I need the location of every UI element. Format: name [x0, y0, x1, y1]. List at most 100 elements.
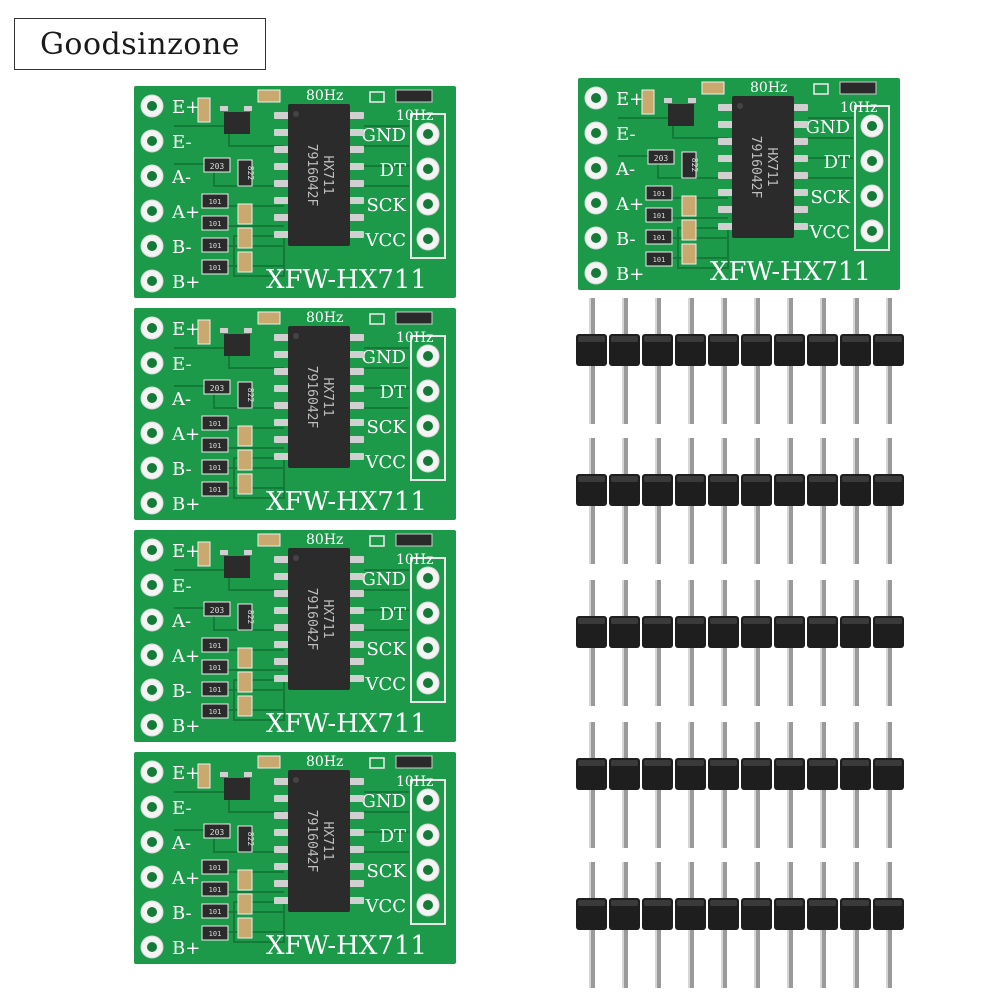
pin-label: A- [615, 159, 635, 180]
resistor-mark: 822 [690, 158, 699, 173]
rate-high-label: 80Hz [306, 754, 343, 770]
chip-code: 7916042F [304, 810, 319, 873]
chip-code: 7916042F [748, 136, 763, 199]
resistor-mark: 101 [653, 256, 666, 264]
pin-label: E+ [616, 89, 644, 110]
resistor-mark: 101 [209, 930, 222, 938]
model-label: XFW-HX711 [266, 931, 427, 961]
pin-label: GND [805, 117, 850, 138]
pin-label: B+ [616, 264, 644, 285]
chip-marking: HX711 [764, 147, 779, 186]
resistor-mark: 101 [653, 212, 666, 220]
resistor-mark: 101 [209, 642, 222, 650]
pin-label: A+ [171, 424, 200, 445]
rate-high-label: 80Hz [306, 310, 343, 326]
model-label: XFW-HX711 [710, 257, 871, 287]
pin-label: A- [171, 167, 191, 188]
resistor-mark: 101 [209, 908, 222, 916]
hx711-chip [288, 548, 350, 690]
pin-label: B- [172, 459, 192, 480]
pin-label: SCK [366, 417, 406, 438]
resistor-mark: 101 [209, 708, 222, 716]
resistor-mark: 203 [210, 162, 225, 171]
pin-header-strip-3 [572, 578, 904, 708]
rate-high-label: 80Hz [306, 88, 343, 104]
pin-label: E+ [172, 763, 200, 784]
pin-label: GND [361, 347, 406, 368]
pin-label: A+ [171, 202, 200, 223]
pin-label: SCK [810, 187, 850, 208]
resistor-mark: 101 [209, 220, 222, 228]
pin-header-strip-5 [572, 860, 904, 990]
rate-high-label: 80Hz [750, 80, 787, 96]
pin-label: DT [380, 826, 406, 847]
rate-low-label: 10Hz [396, 552, 433, 568]
resistor-mark: 101 [209, 264, 222, 272]
model-label: XFW-HX711 [266, 487, 427, 517]
resistor-mark: 203 [210, 384, 225, 393]
resistor-mark: 822 [246, 610, 255, 625]
pin-label: DT [380, 604, 406, 625]
chip-marking: HX711 [320, 155, 335, 194]
pin-label: A+ [615, 194, 644, 215]
pin-label: VCC [364, 230, 406, 251]
resistor-mark: 203 [210, 828, 225, 837]
chip-code: 7916042F [304, 366, 319, 429]
chip-marking: HX711 [320, 377, 335, 416]
pin-label: DT [380, 160, 406, 181]
model-label: XFW-HX711 [266, 709, 427, 739]
pin-label: B- [616, 229, 636, 250]
chip-code: 7916042F [304, 144, 319, 207]
brand-watermark: Goodsinzone [14, 18, 266, 70]
pin-label: VCC [808, 222, 850, 243]
model-label: XFW-HX711 [266, 265, 427, 295]
rate-low-label: 10Hz [840, 100, 877, 116]
hx711-chip [732, 96, 794, 238]
resistor-mark: 101 [209, 420, 222, 428]
pin-label: E- [172, 354, 192, 375]
pin-label: B- [172, 681, 192, 702]
resistor-mark: 101 [653, 234, 666, 242]
pin-label: E+ [172, 97, 200, 118]
chip-code: 7916042F [304, 588, 319, 651]
pin-label: A+ [171, 646, 200, 667]
pin-label: B+ [172, 272, 200, 293]
pin-label: E- [172, 798, 192, 819]
resistor-mark: 101 [209, 886, 222, 894]
pin-label: B+ [172, 938, 200, 959]
resistor-mark: 822 [246, 388, 255, 403]
pin-header-strip-2 [572, 436, 904, 566]
chip-marking: HX711 [320, 821, 335, 860]
resistor-mark: 101 [209, 464, 222, 472]
pin-label: A- [171, 611, 191, 632]
pin-label: VCC [364, 674, 406, 695]
pin-header-strip-4 [572, 720, 904, 850]
pin-header-strip-1 [572, 296, 904, 426]
pin-label: A- [171, 833, 191, 854]
pin-label: GND [361, 569, 406, 590]
pin-label: VCC [364, 896, 406, 917]
resistor-mark: 101 [209, 486, 222, 494]
pin-label: E- [616, 124, 636, 145]
pin-label: GND [361, 791, 406, 812]
hx711-chip [288, 104, 350, 246]
resistor-mark: 101 [209, 686, 222, 694]
rate-low-label: 10Hz [396, 774, 433, 790]
pin-label: GND [361, 125, 406, 146]
resistor-mark: 101 [209, 198, 222, 206]
pin-label: E+ [172, 541, 200, 562]
pin-label: DT [824, 152, 850, 173]
resistor-mark: 203 [654, 154, 669, 163]
pin-label: E- [172, 576, 192, 597]
resistor-mark: 822 [246, 166, 255, 181]
pin-label: B- [172, 903, 192, 924]
resistor-mark: 822 [246, 832, 255, 847]
resistor-mark: 101 [209, 864, 222, 872]
pin-label: VCC [364, 452, 406, 473]
pin-label: A- [171, 389, 191, 410]
pin-label: A+ [171, 868, 200, 889]
